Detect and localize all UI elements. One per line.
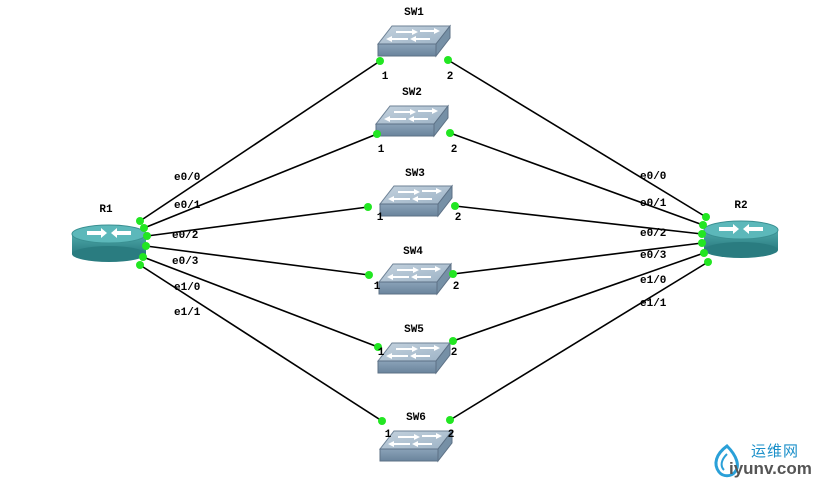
switch-sw5[interactable] (376, 341, 452, 375)
router-r1[interactable] (71, 224, 147, 262)
port-dot (444, 56, 452, 64)
r2-interface-label: e0/2 (640, 228, 666, 240)
r2-interface-label: e0/1 (640, 198, 667, 210)
link-sw5-r2 (452, 252, 705, 342)
r1-interface-label: e0/1 (174, 200, 201, 212)
switch-port-left: 1 (377, 212, 384, 224)
switch-arrows-icon (388, 188, 442, 202)
nodes-layer (71, 24, 779, 463)
switch-port-left: 1 (378, 144, 385, 156)
link-r1-sw4 (145, 245, 370, 276)
switch-sw2[interactable] (374, 104, 450, 138)
port-dot (451, 202, 459, 210)
link-r1-sw6 (139, 264, 383, 422)
switch-port-right: 2 (455, 212, 462, 224)
router-label: R1 (99, 204, 113, 216)
r2-interface-label: e0/3 (640, 250, 667, 262)
port-dot (136, 261, 144, 269)
switch-arrows-icon (386, 345, 440, 359)
links-layer (139, 59, 709, 422)
switch-sw6[interactable] (378, 429, 454, 463)
watermark: 运维网 iyunv.com (705, 436, 815, 486)
port-dot (364, 203, 372, 211)
port-dot (378, 417, 386, 425)
switch-port-right: 2 (451, 347, 458, 359)
r1-interface-label: e0/2 (172, 230, 198, 242)
link-r1-sw3 (146, 206, 369, 237)
router-arrows-icon (719, 224, 763, 234)
switch-label: SW1 (404, 7, 424, 19)
router-label: R2 (734, 200, 747, 212)
port-dot (373, 130, 381, 138)
switch-port-right: 2 (447, 71, 454, 83)
watermark-en: iyunv.com (729, 459, 812, 478)
link-sw4-r2 (452, 242, 703, 275)
switch-port-right: 2 (453, 281, 460, 293)
switch-label: SW6 (406, 412, 426, 424)
switch-label: SW5 (404, 324, 424, 336)
switch-arrows-icon (384, 108, 438, 122)
watermark-logo-icon (714, 444, 739, 478)
port-dot (374, 343, 382, 351)
port-dot (704, 258, 712, 266)
switch-label: SW3 (405, 168, 425, 180)
r1-interface-label: e1/1 (174, 307, 201, 319)
port-dot (140, 224, 148, 232)
switch-port-left: 1 (382, 71, 389, 83)
router-arrows-icon (87, 228, 131, 238)
switch-port-right: 2 (448, 429, 455, 441)
port-dot (449, 337, 457, 345)
switch-sw4[interactable] (377, 262, 453, 296)
switch-port-left: 1 (374, 281, 381, 293)
link-sw3-r2 (454, 205, 703, 235)
port-dot (376, 57, 384, 65)
port-dot (699, 221, 707, 229)
switch-sw3[interactable] (378, 184, 454, 218)
switch-arrows-icon (387, 266, 441, 280)
link-r1-sw5 (142, 256, 379, 348)
port-dot (136, 217, 144, 225)
r2-interface-label: e1/0 (640, 275, 666, 287)
switch-arrows-icon (386, 28, 440, 42)
link-r1-sw2 (143, 133, 378, 229)
port-dot (139, 253, 147, 261)
switch-port-left: 1 (378, 347, 385, 359)
r1-interface-label: e0/3 (172, 256, 199, 268)
port-dot (365, 271, 373, 279)
labels-layer: SW1 1 2 e0/0 e0/0 SW2 1 2 e0/1 e0/1 SW3 1 2 e0/2 e0/2S… (99, 7, 747, 441)
port-dot (143, 232, 151, 240)
r2-interface-label: e1/1 (640, 298, 667, 310)
switch-port-left: 1 (385, 429, 392, 441)
switch-port-right: 2 (451, 144, 458, 156)
router-r2[interactable] (703, 220, 779, 258)
port-dot (702, 213, 710, 221)
switch-sw1[interactable] (376, 24, 452, 58)
link-sw1-r2 (447, 59, 707, 218)
port-dot (446, 129, 454, 137)
r2-interface-label: e0/0 (640, 171, 666, 183)
port-dot (446, 416, 454, 424)
port-dot (142, 242, 150, 250)
port-dot (449, 270, 457, 278)
switch-arrows-icon (388, 433, 442, 447)
watermark-cn: 运维网 (751, 442, 800, 460)
link-r1-sw1 (139, 60, 381, 222)
r1-interface-label: e1/0 (174, 282, 200, 294)
port-dot (700, 249, 708, 257)
port-dot (698, 239, 706, 247)
link-sw6-r2 (449, 261, 709, 421)
port-dot (698, 230, 706, 238)
link-sw2-r2 (449, 132, 704, 226)
switch-label: SW4 (403, 246, 423, 258)
switch-label: SW2 (402, 87, 422, 99)
r1-interface-label: e0/0 (174, 172, 200, 184)
